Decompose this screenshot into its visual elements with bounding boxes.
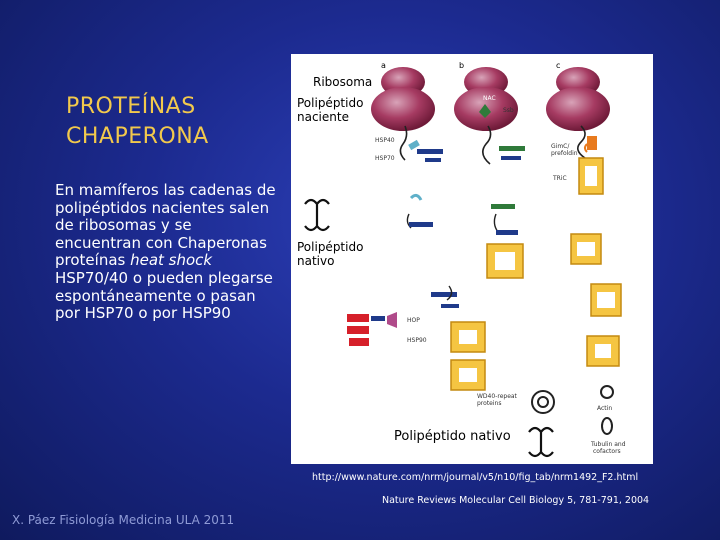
panel-b-letter: b [459, 61, 464, 70]
nascent-chain-a [399, 125, 408, 161]
label-native-line-1: Polipéptido [297, 240, 364, 254]
native-protein-icon-1 [304, 198, 330, 232]
label-nascent-polypeptide: Polipéptido naciente [297, 96, 364, 124]
tric-chaperonin-7 [586, 335, 620, 367]
ssb-tag: Ssb [503, 107, 514, 114]
hsp40-tag: HSP40 [375, 137, 395, 144]
label-nascent-line-1: Polipéptido [297, 96, 364, 110]
nascent-chain-b [482, 125, 492, 165]
label-native-polypeptide: Polipéptido nativo [297, 240, 364, 268]
pathway-diagram: a b c NAC Ssb HSP40 HSP70 [304, 61, 626, 458]
tric-chaperonin-2 [486, 243, 524, 279]
tubulin-icon [601, 417, 613, 435]
title-line-1: PROTEÍNAS [66, 94, 196, 119]
wd40-ring-icon [531, 390, 555, 414]
actin-icon [600, 385, 614, 399]
slide-title: PROTEÍNAS CHAPERONA [66, 92, 266, 152]
hsp70-row-2 [406, 193, 518, 235]
slide-body-text: En mamíferos las cadenas de polipéptidos… [55, 181, 280, 323]
hop-tag: HOP [407, 317, 420, 324]
hsp90-complex [347, 312, 397, 346]
tric-chaperonin-1 [578, 157, 604, 195]
hsp70-tag: HSP70 [375, 155, 395, 162]
ribosome-c [546, 67, 610, 131]
tric-chaperonin-4 [590, 283, 622, 317]
tubulin-tag-line-1: Tubulin and [590, 441, 626, 448]
tric-chaperonin-6 [450, 359, 486, 391]
prefoldin-group [584, 136, 597, 153]
tric-tag: TRiC [552, 175, 567, 182]
tric-chaperonin-3 [570, 233, 602, 265]
chaperone-pathway-figure: a b c NAC Ssb HSP40 HSP70 [291, 54, 653, 464]
label-nascent-line-2: naciente [297, 110, 349, 124]
tric-chaperonin-5 [450, 321, 486, 353]
native-protein-icon-2 [528, 426, 554, 458]
wd40-tag-line-1: WD40-repeat [477, 393, 518, 400]
label-native-line-2: nativo [297, 254, 335, 268]
gimc-tag-line-1: GimC/ [551, 143, 570, 150]
hsp70-row-1 [408, 139, 525, 162]
ribosome-a [371, 67, 435, 131]
panel-c-letter: c [556, 61, 560, 70]
panel-a-letter: a [381, 61, 386, 70]
wd40-tag-line-2: proteins [477, 400, 501, 407]
label-native-polypeptide-bottom: Polipéptido nativo [394, 429, 511, 444]
tubulin-tag-line-2: cofactors [593, 448, 621, 455]
slide-credit: X. Páez Fisiología Medicina ULA 2011 [12, 513, 235, 527]
body-text-italic: heat shock [130, 251, 213, 270]
nac-tag: NAC [483, 95, 496, 102]
body-text-part-1: En mamíferos las cadenas de polipéptidos… [55, 181, 276, 270]
nascent-chain-c [577, 125, 586, 159]
source-url: http://www.nature.com/nrm/journal/v5/n10… [312, 472, 639, 483]
hsp70-row-3 [431, 285, 459, 308]
label-ribosoma: Ribosoma [313, 75, 373, 89]
title-line-2: CHAPERONA [66, 124, 209, 149]
actin-tag: Actin [597, 405, 612, 412]
gimc-tag-line-2: prefoldin [551, 150, 578, 157]
source-reference: Nature Reviews Molecular Cell Biology 5,… [382, 495, 650, 506]
hsp90-tag: HSP90 [407, 337, 427, 344]
body-text-part-2: HSP70/40 o pueden plegarse espontáneamen… [55, 268, 273, 323]
nac-marker [479, 104, 491, 118]
